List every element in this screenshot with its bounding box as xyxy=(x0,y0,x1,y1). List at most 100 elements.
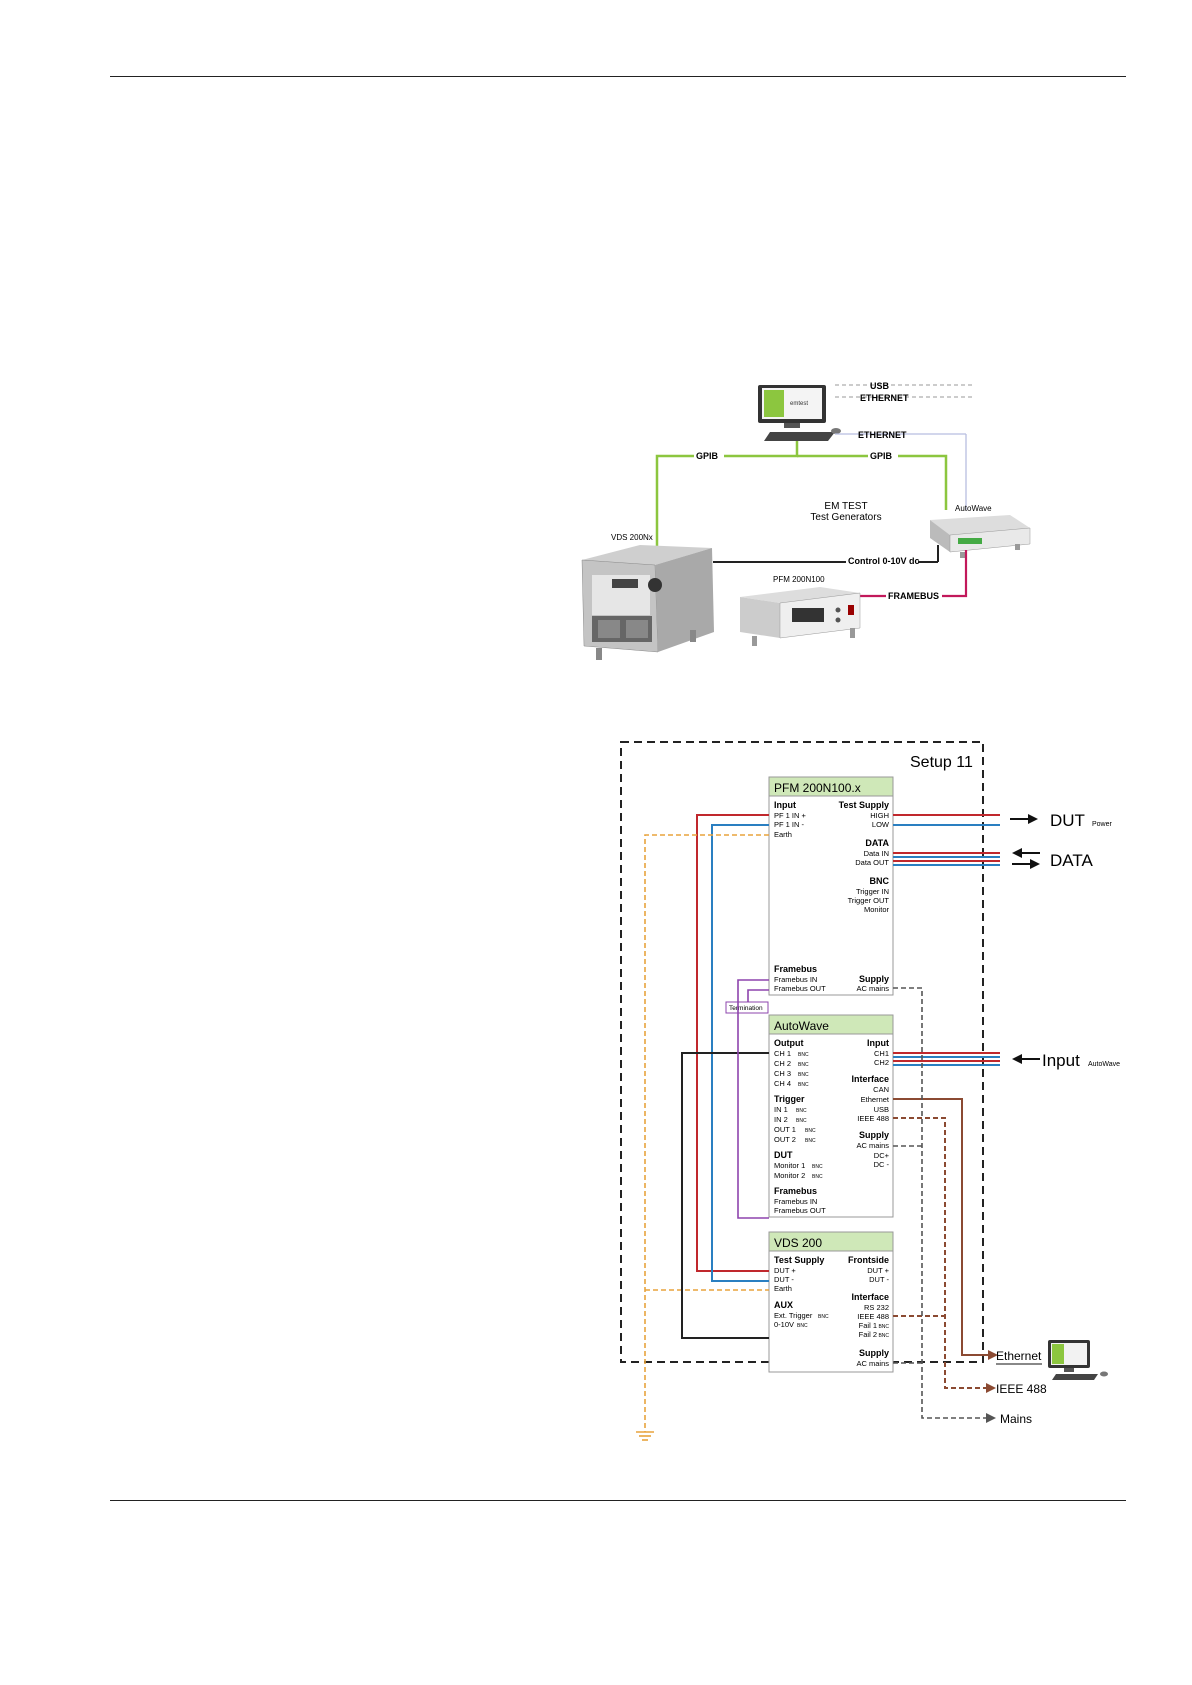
aw-bnc-4: BNC xyxy=(798,1082,809,1088)
aw-input-ch2: CH2 xyxy=(874,1058,889,1067)
aw-ch2: CH 2 xyxy=(774,1059,791,1068)
aw-framebus-heading: Framebus xyxy=(774,1186,817,1196)
wire-framebus xyxy=(737,979,769,1219)
vds-bnc-2: BNC xyxy=(797,1323,808,1329)
aw-dc-plus: DC+ xyxy=(874,1151,890,1160)
autowave-header: AutoWave xyxy=(774,1019,829,1033)
pfm-device: PFM 200N100 xyxy=(740,575,861,646)
aw-bnc-10: BNC xyxy=(812,1174,823,1180)
aw-monitor1: Monitor 1 xyxy=(774,1161,805,1170)
vds-bnc-3: BNC xyxy=(878,1324,889,1330)
gpib-right-label: GPIB xyxy=(870,451,893,461)
aw-interface-heading: Interface xyxy=(851,1074,889,1084)
aw-usb: USB xyxy=(874,1105,889,1114)
vds-header: VDS 200 xyxy=(774,1236,822,1250)
input-sub-label: AutoWave xyxy=(1088,1061,1120,1068)
arrow-right-icon xyxy=(1010,814,1038,824)
aw-framebus-in: Framebus IN xyxy=(774,1197,817,1206)
input-label: Input xyxy=(1042,1051,1080,1070)
em-test-subtitle: Test Generators xyxy=(810,512,881,523)
vds-supply-heading: Supply xyxy=(859,1348,889,1358)
aw-framebus-out: Framebus OUT xyxy=(774,1206,826,1215)
pfm-pf-in-minus: PF 1 IN - xyxy=(774,820,805,829)
vds-ac-mains: AC mains xyxy=(856,1359,889,1368)
aw-bnc-1: BNC xyxy=(798,1052,809,1058)
vds-bnc-1: BNC xyxy=(818,1314,829,1320)
aw-ch3: CH 3 xyxy=(774,1069,791,1078)
pc-icon-small xyxy=(1048,1340,1108,1380)
ieee-ext-label: IEEE 488 xyxy=(996,1382,1047,1396)
aw-bnc-2: BNC xyxy=(798,1062,809,1068)
autowave-label: AutoWave xyxy=(955,504,992,513)
vds-dut-minus: DUT - xyxy=(774,1275,794,1284)
bottom-rule xyxy=(110,1500,1126,1501)
aw-ethernet: Ethernet xyxy=(861,1095,890,1104)
aw-bnc-7: BNC xyxy=(805,1128,816,1134)
top-rule xyxy=(110,76,1126,77)
wire-ethernet xyxy=(893,1098,990,1356)
pfm-trigger-out: Trigger OUT xyxy=(848,896,890,905)
ethernet-ext-label: Ethernet xyxy=(996,1349,1042,1363)
wire-control xyxy=(681,1052,769,1339)
pfm-ac-mains: AC mains xyxy=(856,984,889,993)
system-overview-diagram: USB ETHERNET emtest ETHERNET GPIB GPIB E… xyxy=(581,381,1031,660)
vds-ieee: IEEE 488 xyxy=(857,1312,889,1321)
pfm-label: PFM 200N100 xyxy=(773,575,825,584)
pfm-data-in: Data IN xyxy=(864,849,889,858)
vds-0-10v: 0-10V xyxy=(774,1320,794,1329)
arrow-left-icon xyxy=(1012,1054,1040,1064)
usb-label: USB xyxy=(870,381,890,391)
mains-ext-label: Mains xyxy=(1000,1412,1032,1426)
pfm-data-out: Data OUT xyxy=(855,858,889,867)
aw-ch4: CH 4 xyxy=(774,1079,791,1088)
vds-bnc-4: BNC xyxy=(878,1333,889,1339)
aw-supply-heading: Supply xyxy=(859,1130,889,1140)
wire-ieee xyxy=(893,1117,988,1389)
vds-front-dut-plus: DUT + xyxy=(867,1266,889,1275)
pc-icon: emtest xyxy=(758,385,841,441)
ethernet-pc-label: ETHERNET xyxy=(860,393,909,403)
aw-can: CAN xyxy=(873,1085,889,1094)
dut-sub-label: Power xyxy=(1092,821,1113,828)
vds-front-dut-minus: DUT - xyxy=(869,1275,889,1284)
autowave-device: AutoWave xyxy=(930,504,1031,558)
vds-aux-heading: AUX xyxy=(774,1300,793,1310)
aw-ieee: IEEE 488 xyxy=(857,1114,889,1123)
dut-label: DUT xyxy=(1050,811,1085,830)
aw-out1: OUT 1 xyxy=(774,1125,796,1134)
aw-output-heading: Output xyxy=(774,1038,804,1048)
aw-bnc-9: BNC xyxy=(812,1164,823,1170)
aw-ch1: CH 1 xyxy=(774,1049,791,1058)
aw-ac-mains: AC mains xyxy=(856,1141,889,1150)
gpib-left-label: GPIB xyxy=(696,451,719,461)
monitor-brand-label: emtest xyxy=(790,401,808,407)
pfm-earth: Earth xyxy=(774,830,792,839)
aw-out2: OUT 2 xyxy=(774,1135,796,1144)
pfm-input-heading: Input xyxy=(774,800,796,810)
framebus-label: FRAMEBUS xyxy=(888,591,939,601)
aw-in2: IN 2 xyxy=(774,1115,788,1124)
pfm-trigger-in: Trigger IN xyxy=(856,887,889,896)
termination-label: Termination xyxy=(729,1005,763,1012)
aw-bnc-8: BNC xyxy=(805,1138,816,1144)
wire-earth xyxy=(644,834,769,1432)
pfm-data-heading: DATA xyxy=(865,838,889,848)
vds-fail1: Fail 1 xyxy=(859,1321,877,1330)
aw-input-heading: Input xyxy=(867,1038,889,1048)
aw-bnc-3: BNC xyxy=(798,1072,809,1078)
pfm-framebus-out: Framebus OUT xyxy=(774,984,826,993)
wire-mains xyxy=(893,987,988,1419)
pfm-framebus-heading: Framebus xyxy=(774,964,817,974)
aw-bnc-5: BNC xyxy=(796,1108,807,1114)
aw-trigger-heading: Trigger xyxy=(774,1094,805,1104)
vds-earth: Earth xyxy=(774,1284,792,1293)
pfm-monitor: Monitor xyxy=(864,905,890,914)
ethernet-link-label: ETHERNET xyxy=(858,430,907,440)
vds-label: VDS 200Nx xyxy=(611,533,653,542)
ground-icon xyxy=(636,1431,654,1441)
pfm-bnc-heading: BNC xyxy=(870,876,890,886)
pfm-high: HIGH xyxy=(870,811,889,820)
vds-test-supply-heading: Test Supply xyxy=(774,1255,824,1265)
aw-in1: IN 1 xyxy=(774,1105,788,1114)
vds-device: VDS 200Nx xyxy=(581,533,714,660)
